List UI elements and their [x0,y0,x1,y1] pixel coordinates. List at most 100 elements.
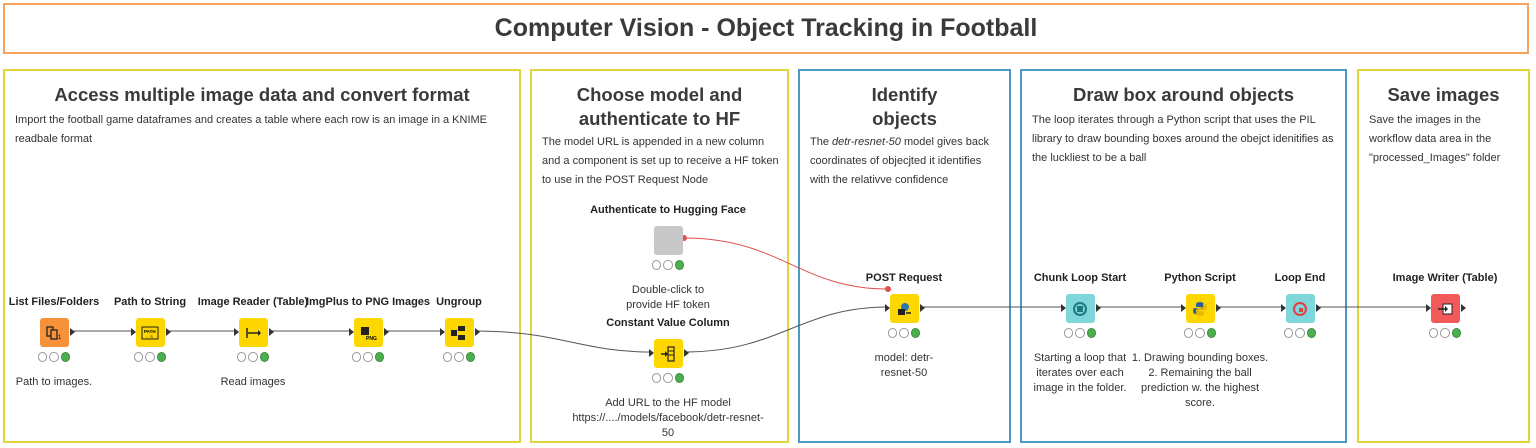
node-annotation: Starting a loop that iterates over each … [1033,352,1127,394]
node-authenticate-hugging-face[interactable]: Authenticate to Hugging Face Double-clic… [583,204,753,313]
component-icon[interactable] [653,226,683,255]
node-status-lights [1064,328,1096,340]
node-status-lights [134,352,166,364]
connection-constant-value-to-post-request[interactable] [683,306,889,353]
node-label: POST Request [865,272,943,284]
node-status-lights [38,352,70,364]
output-port[interactable] [69,328,75,336]
node-annotation: Double-click to provide HF token [626,284,710,311]
node-status-lights [652,373,684,385]
section-description: The model URL is appended in a new colum… [542,136,779,186]
node-image-writer-table[interactable]: Image Writer (Table) [1360,272,1530,340]
node-annotation: Path to images. [15,376,93,388]
node-post-request[interactable]: POST Request model: detr-resnet-50 [819,272,989,381]
description-rest: model gives back coordinates of objecjte… [810,136,989,186]
node-status-lights [237,352,269,364]
svg-text:1: 1 [58,335,62,341]
ungroup-icon[interactable] [439,318,480,347]
node-chunk-loop-start[interactable]: Chunk Loop Start Starting a loop that it… [995,272,1165,396]
loop-end-icon[interactable] [1280,294,1321,323]
png-icon[interactable]: PNG [348,318,389,347]
node-status-lights [652,260,684,272]
loop-start-icon[interactable] [1060,294,1101,323]
image-reader-icon[interactable] [233,318,274,347]
input-port[interactable] [1280,304,1286,312]
workflow-title-annotation: Computer Vision - Object Tracking in Foo… [3,3,1529,54]
description-model-name: detr-resnet-50 [832,136,901,148]
input-port[interactable] [884,304,890,312]
input-port[interactable] [233,328,239,336]
node-annotation: Add URL to the HF model https://..../mod… [572,397,764,439]
output-port[interactable] [1460,304,1466,312]
section-description: The loop iterates through a Python scrip… [1032,114,1334,164]
input-port[interactable] [1060,304,1066,312]
connection-ungroup-to-constant-value[interactable] [474,330,653,353]
post-request-icon[interactable] [884,294,925,323]
section-title: Access multiple image data and convert f… [54,84,470,105]
node-status-lights [1184,328,1216,340]
node-label: Ungroup [436,296,482,308]
node-constant-value-column[interactable]: Constant Value Column Add URL to the HF … [572,317,763,441]
section-title-line: authenticate to HF [578,108,741,129]
workflow-title: Computer Vision - Object Tracking in Foo… [494,14,1038,42]
section-title: Choose model and authenticate to HF [532,83,787,131]
section-title-line: objects [872,108,937,129]
output-port[interactable] [268,328,274,336]
constant-column-icon[interactable] [648,339,689,368]
node-status-lights [1429,328,1461,340]
node-label: Loop End [1274,272,1326,284]
output-port[interactable] [1215,304,1221,312]
node-image-reader-table[interactable]: Image Reader (Table) Read images [168,296,338,390]
node-ungroup[interactable]: Ungroup [374,296,544,364]
output-port[interactable] [1095,304,1101,312]
node-status-lights [1284,328,1316,340]
path-icon[interactable]: PATH→ S [130,318,171,347]
flow-variable-port-out[interactable] [681,235,687,241]
description-prefix: The [810,136,833,148]
annotation-save-images: Save images Save the images in the workf… [1357,69,1530,443]
node-annotation: 1. Drawing bounding boxes. 2. Remaining … [1131,352,1269,409]
node-status-lights [352,352,384,364]
section-title-line: Identify [871,84,938,105]
output-port[interactable] [383,328,389,336]
python-icon[interactable] [1180,294,1221,323]
svg-text:PNG: PNG [366,336,377,341]
output-port[interactable] [683,349,689,357]
annotation-draw-boxes: Draw box around objects The loop iterate… [1020,69,1347,443]
input-port[interactable] [1425,304,1431,312]
image-writer-icon[interactable] [1425,294,1466,323]
input-port[interactable] [439,328,445,336]
output-port[interactable] [165,328,171,336]
input-port[interactable] [348,328,354,336]
svg-text:PATH: PATH [144,329,156,334]
node-label: ImgPlus to PNG Images [305,296,431,308]
output-port[interactable] [474,328,480,336]
node-imgplus-to-png[interactable]: ImgPlus to PNG Images PNG [283,296,453,364]
section-title: Save images [1387,84,1500,105]
output-port[interactable] [1315,304,1321,312]
node-label: List Files/Folders [8,296,100,308]
section-title-line: Choose model and [576,84,743,105]
node-status-lights [443,352,475,364]
files-icon[interactable]: 1 [39,318,75,347]
connection-authenticate-to-post-request[interactable] [683,237,889,290]
node-list-files-folders[interactable]: List Files/Folders 1 Path to images. [0,296,139,390]
node-label: Authenticate to Hugging Face [590,204,746,216]
node-label: Image Writer (Table) [1392,272,1498,284]
svg-text:→ S: → S [145,334,153,339]
annotation-choose-model: Choose model and authenticate to HF The … [530,69,789,443]
section-title: Draw box around objects [1072,84,1294,105]
input-port[interactable] [130,328,136,336]
output-port[interactable] [919,304,925,312]
node-label: Chunk Loop Start [1033,272,1127,284]
input-port[interactable] [648,349,654,357]
node-annotation: model: detr-resnet-50 [874,352,934,379]
node-loop-end[interactable]: Loop End [1215,272,1385,340]
section-description: Import the football game dataframes and … [15,114,488,145]
node-status-lights [888,328,920,340]
node-python-script[interactable]: Python Script 1. Drawing bounding boxes.… [1115,272,1285,411]
node-path-to-string[interactable]: Path to String PATH→ S [65,296,235,364]
input-port[interactable] [1180,304,1186,312]
flow-variable-port-in[interactable] [885,286,891,292]
